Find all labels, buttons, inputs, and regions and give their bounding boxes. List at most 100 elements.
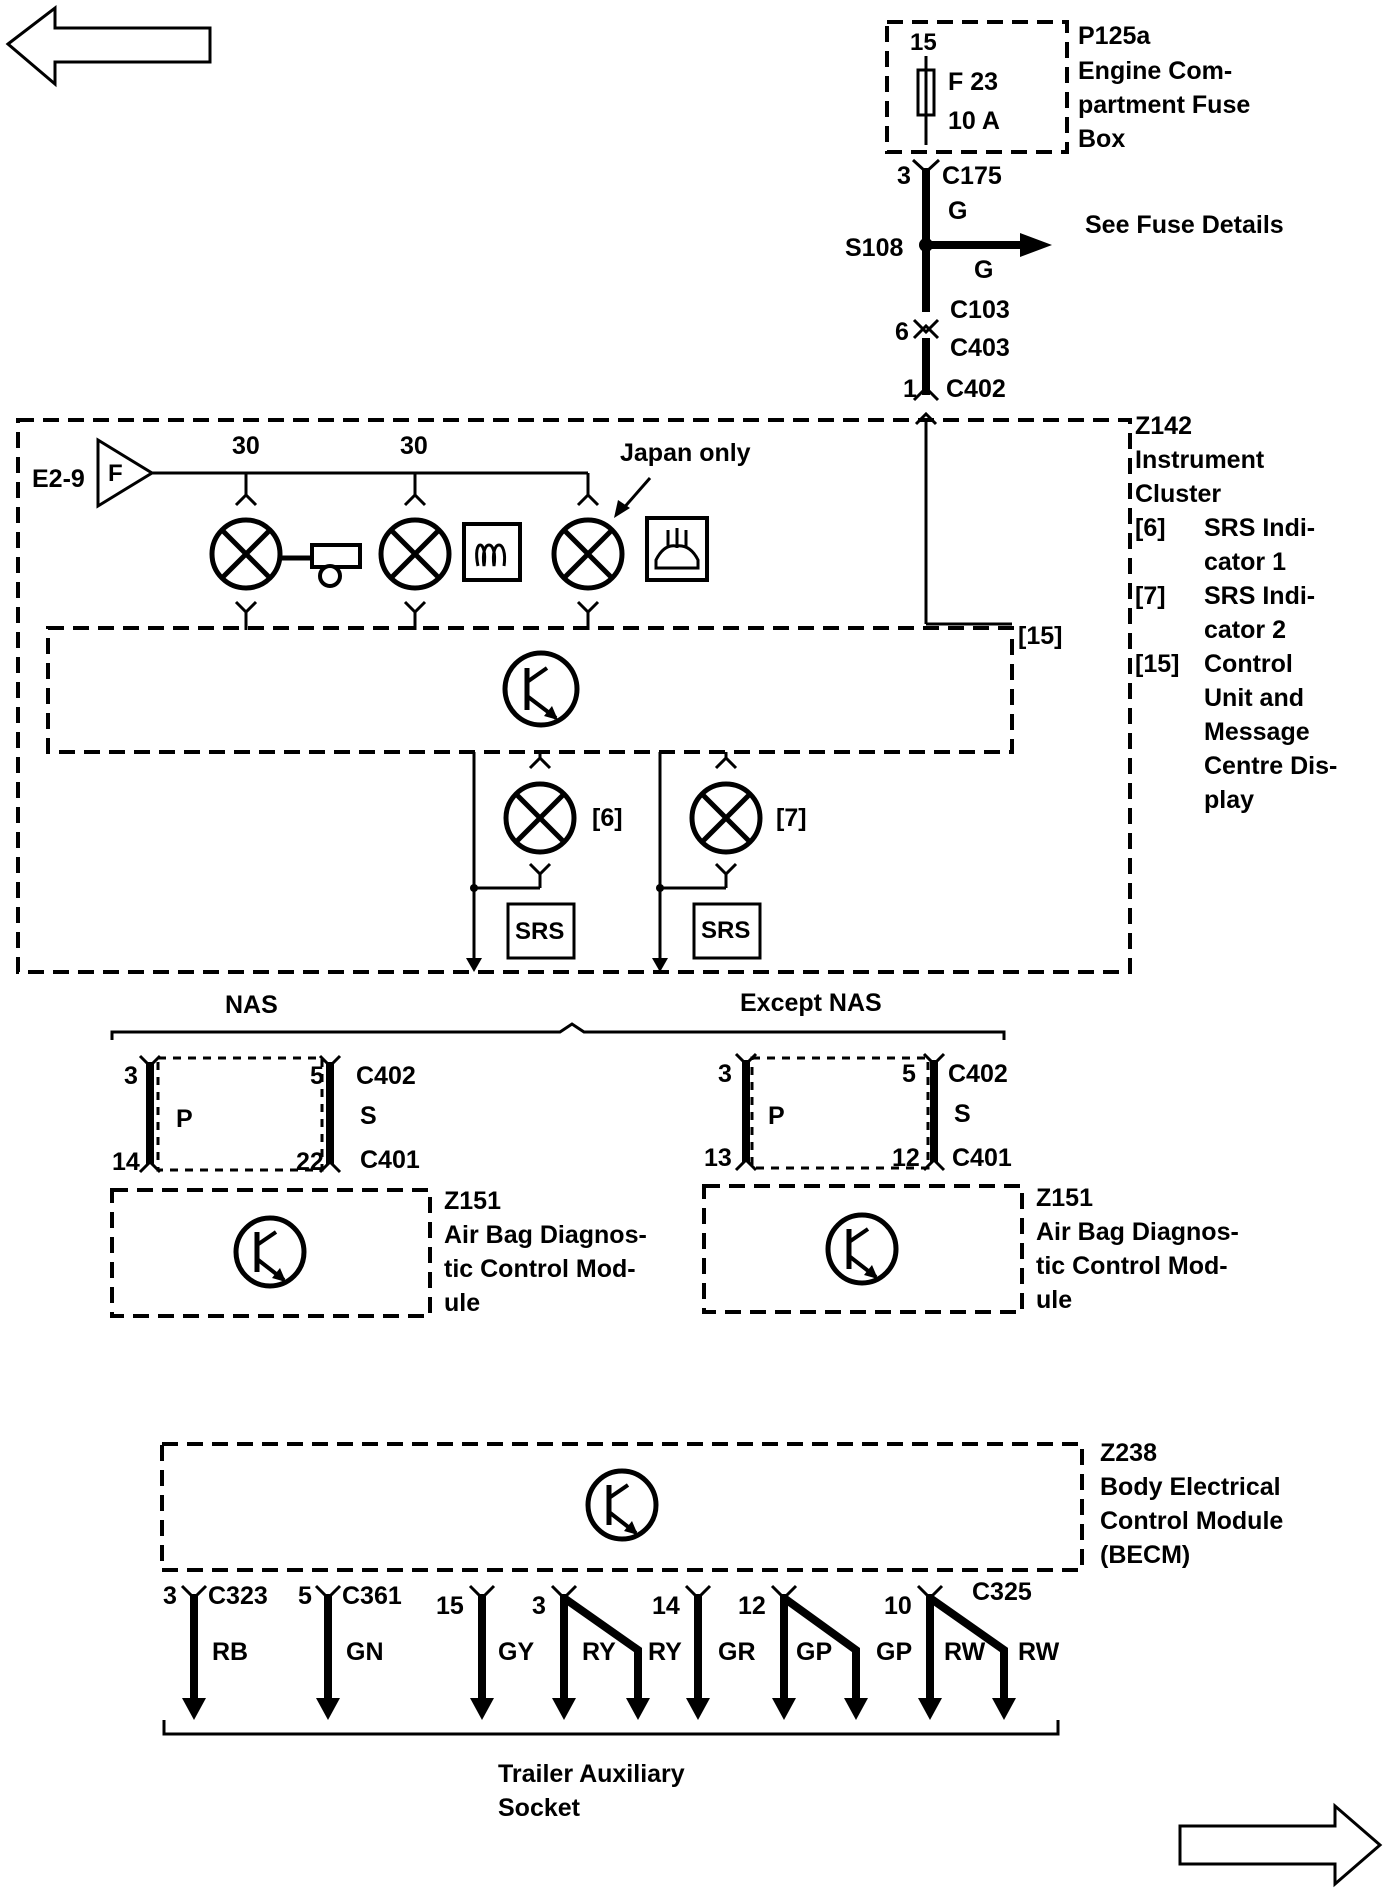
wire-1-color: RB	[212, 1638, 248, 1666]
airbag-left-line-2: tic Control Mod-	[444, 1255, 636, 1283]
wire-6-color: GR	[718, 1638, 756, 1666]
wire-2-color: GN	[346, 1638, 384, 1666]
legend-15-line-5: play	[1204, 786, 1254, 814]
legend-6-line-1: SRS Indi-	[1204, 514, 1315, 542]
pin-30-a: 30	[232, 432, 260, 460]
variant-nas: NAS	[225, 991, 278, 1019]
wire-7-color: GP	[796, 1638, 832, 1666]
srs-label-1: SRS	[515, 918, 564, 945]
connector-c103-icon	[912, 318, 940, 335]
wire-9-color: RW	[944, 1638, 986, 1666]
legend-key-6: [6]	[1135, 514, 1166, 542]
except-nas-s-label: S	[954, 1100, 971, 1128]
c402-pin: 1	[903, 375, 917, 403]
legend-15-line-2: Unit and	[1204, 684, 1304, 712]
japan-only-lamp-icon	[551, 517, 625, 591]
nas-s-top-pin: 5	[310, 1062, 324, 1090]
airbag-left-id: Z151	[444, 1187, 501, 1215]
airbag-right-id: Z151	[1036, 1184, 1093, 1212]
fuse-box-p125a: 15 F 23 10 A P125a Engine Com- partment …	[885, 20, 1250, 154]
becm-line-1: Body Electrical	[1100, 1473, 1281, 1501]
nas-top-connector: C402	[356, 1062, 416, 1090]
srs-indicator-2-symbol	[692, 902, 762, 960]
legend-7-line-2: cator 2	[1204, 616, 1286, 644]
coolant-level-icon	[645, 516, 709, 582]
wire-2-connector: C361	[342, 1582, 402, 1610]
wire-7-pin: 12	[738, 1592, 766, 1620]
wire-color-g-1: G	[948, 197, 967, 225]
nas-bottom-connector: C401	[360, 1146, 420, 1174]
wire-1-pin: 3	[163, 1582, 177, 1610]
control-unit-ref: [15]	[1018, 622, 1062, 650]
control-unit-transistor-icon	[502, 650, 580, 728]
cluster-title-1: Instrument	[1135, 446, 1265, 474]
wire-10-color: RW	[1018, 1638, 1060, 1666]
nas-p-label: P	[176, 1105, 193, 1133]
legend-6-line-2: cator 1	[1204, 548, 1286, 576]
wire-2-pin: 5	[298, 1582, 312, 1610]
glow-plug-lamp-icon	[378, 517, 452, 591]
wire-6-pin: 14	[652, 1592, 680, 1620]
wire-1-connector: C323	[208, 1582, 268, 1610]
airbag-left-line-3: ule	[444, 1289, 480, 1317]
srs-indicator-2-ref: [7]	[776, 804, 807, 832]
fuse-box-name-3: Box	[1078, 125, 1125, 153]
legend-key-7: [7]	[1135, 582, 1166, 610]
becm-transistor-icon	[585, 1468, 659, 1542]
legend-15-line-1: Control	[1204, 650, 1293, 678]
except-nas-p-bottom-pin: 13	[704, 1144, 732, 1172]
c325-label: C325	[972, 1578, 1032, 1606]
except-nas-connector-block: 3 5 13 12 C402 C401 P S	[704, 1052, 1012, 1172]
socket-line-1: Trailer Auxiliary	[498, 1760, 685, 1788]
nas-s-label: S	[360, 1102, 377, 1130]
becm-line-2: Control Module	[1100, 1507, 1283, 1535]
left-arrow-icon	[5, 4, 212, 88]
wire-5-color: RY	[648, 1638, 682, 1666]
airbag-right-line-2: tic Control Mod-	[1036, 1252, 1228, 1280]
nas-p-top-pin: 3	[124, 1062, 138, 1090]
c402-label: C402	[946, 375, 1006, 403]
airbag-left-line-1: Air Bag Diagnos-	[444, 1221, 647, 1249]
except-nas-bottom-connector: C401	[952, 1144, 1012, 1172]
airbag-right-line-3: ule	[1036, 1286, 1072, 1314]
c103-label: C103	[950, 296, 1010, 324]
srs-indicator-1-lamp-icon	[503, 781, 577, 855]
except-nas-s-bottom-pin: 12	[892, 1144, 920, 1172]
prev-page-arrow[interactable]	[5, 4, 212, 88]
right-arrow-icon	[1178, 1802, 1383, 1888]
except-nas-s-top-pin: 5	[902, 1060, 916, 1088]
except-nas-p-label: P	[768, 1102, 785, 1130]
cluster-title-2: Cluster	[1135, 480, 1221, 508]
wire-3-pin: 15	[436, 1592, 464, 1620]
fuse-number: F 23	[948, 68, 998, 96]
srs-indicator-1-symbol	[506, 902, 576, 960]
legend-15-line-3: Message	[1204, 718, 1310, 746]
fuse-box-outline	[885, 20, 1069, 154]
trailer-socket: Trailer Auxiliary Socket	[162, 1720, 1060, 1822]
legend-15-line-4: Centre Dis-	[1204, 752, 1337, 780]
fuse-pin: 15	[910, 29, 937, 56]
trailer-icon	[280, 543, 362, 588]
trailer-warning-lamp-icon	[209, 517, 283, 591]
fuse-rating: 10 A	[948, 107, 1000, 135]
see-fuse-details-link[interactable]: See Fuse Details	[1085, 211, 1284, 239]
fuse-triangle-icon	[96, 437, 155, 509]
wire-3-color: GY	[498, 1638, 534, 1666]
nas-p-bottom-pin: 14	[112, 1148, 140, 1176]
wire-4-pin: 3	[532, 1592, 546, 1620]
cluster-outline	[16, 418, 1132, 974]
splice-label: S108	[845, 234, 903, 262]
wire-8-color: GP	[876, 1638, 912, 1666]
airbag-module-left: Z151 Air Bag Diagnos- tic Control Mod- u…	[110, 1187, 647, 1318]
next-page-arrow[interactable]	[1178, 1802, 1383, 1888]
legend-7-line-1: SRS Indi-	[1204, 582, 1315, 610]
instrument-cluster-z142: E2-9 F 30 30	[16, 411, 1337, 974]
nas-connector-block: 3 5 14 22 C402 C401 P S	[112, 1054, 420, 1176]
connector-c402-icon	[912, 385, 940, 402]
airbag-transistor-icon	[825, 1212, 899, 1286]
variant-brace: NAS Except NAS	[110, 989, 1006, 1040]
legend-key-15: [15]	[1135, 650, 1179, 678]
srs-indicator-1-ref: [6]	[592, 804, 623, 832]
variant-except-nas: Except NAS	[740, 989, 882, 1017]
wire-9-pin: 10	[884, 1592, 912, 1620]
